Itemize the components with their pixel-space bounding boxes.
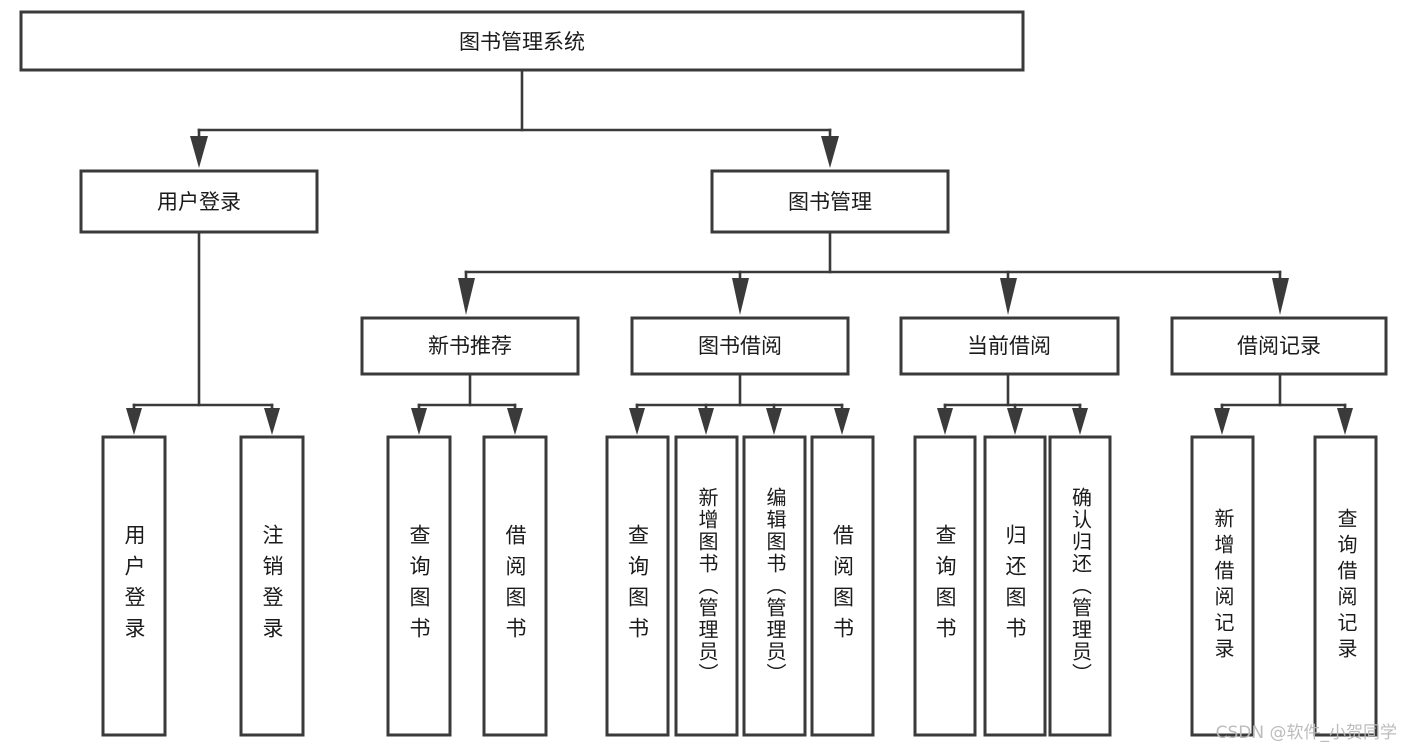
node-current-borrow[interactable]: 当前借阅	[899, 316, 1120, 376]
connector-group-new-book-rec	[411, 372, 523, 435]
arrowhead-icon	[698, 408, 714, 435]
connector-group-user-login	[126, 230, 280, 435]
arrowhead-icon	[834, 408, 850, 435]
arrowhead-icon	[766, 408, 782, 435]
node-box-leaf[interactable]	[983, 435, 1047, 737]
arrowhead-icon	[1007, 408, 1023, 435]
arrowhead-icon	[1272, 278, 1289, 315]
arrowhead-icon	[190, 136, 208, 168]
node-box-leaf[interactable]	[1190, 435, 1255, 737]
arrowhead-icon	[458, 278, 475, 315]
connector-group-borrow-record	[1214, 372, 1353, 435]
node-box-leaf[interactable]	[386, 435, 452, 737]
arrowhead-icon	[1000, 278, 1017, 315]
node-box-root[interactable]	[19, 10, 1025, 72]
arrowhead-icon	[732, 278, 749, 315]
arrowhead-icon	[937, 408, 953, 435]
node-box-user-login[interactable]	[79, 169, 319, 234]
arrowhead-icon	[507, 408, 523, 435]
node-box-book-manage[interactable]	[710, 169, 950, 234]
node-box-new-book-recommend[interactable]	[360, 316, 580, 376]
node-box-leaf[interactable]	[913, 435, 977, 737]
arrowhead-icon	[1337, 408, 1353, 435]
node-box-book-borrow[interactable]	[630, 316, 850, 376]
node-label-borrow-record: 借阅记录	[1237, 334, 1321, 358]
node-box-current-borrow[interactable]	[899, 316, 1120, 376]
node-label-new-book-recommend: 新书推荐	[428, 334, 512, 358]
node-user-login[interactable]: 用户登录	[79, 169, 319, 234]
node-box-leaf[interactable]	[101, 435, 167, 737]
arrowhead-icon	[1214, 408, 1230, 435]
node-box-leaf[interactable]	[482, 435, 548, 737]
watermark-text: CSDN @软件_小贺同学	[1215, 723, 1397, 743]
arrowhead-icon	[1072, 408, 1088, 435]
node-box-leaf[interactable]	[1048, 435, 1112, 737]
node-label-user-login: 用户登录	[157, 190, 241, 214]
node-box-borrow-record[interactable]	[1170, 316, 1388, 376]
node-box-leaf[interactable]	[742, 435, 807, 737]
node-label-root: 图书管理系统	[459, 30, 585, 54]
arrowhead-icon	[264, 408, 280, 435]
arrowhead-icon	[629, 408, 645, 435]
node-root-system[interactable]: 图书管理系统	[19, 10, 1025, 72]
node-book-manage[interactable]: 图书管理	[710, 169, 950, 234]
node-label-book-manage: 图书管理	[788, 190, 872, 214]
node-new-book-recommend[interactable]: 新书推荐	[360, 316, 580, 376]
arrowhead-icon	[126, 408, 142, 435]
node-box-leaf[interactable]	[674, 435, 739, 737]
node-box-leaf[interactable]	[239, 435, 305, 737]
node-label-book-borrow: 图书借阅	[698, 334, 782, 358]
node-book-borrow[interactable]: 图书借阅	[630, 316, 850, 376]
connector-group-book-manage	[458, 230, 1289, 315]
leaf-box-group	[101, 435, 1378, 737]
node-box-leaf[interactable]	[810, 435, 875, 737]
arrowhead-icon	[411, 408, 427, 435]
node-label-current-borrow: 当前借阅	[967, 334, 1051, 358]
connector-group-current-borrow	[937, 372, 1088, 435]
node-box-leaf[interactable]	[605, 435, 670, 737]
node-borrow-record[interactable]: 借阅记录	[1170, 316, 1388, 376]
connector-group-root	[190, 68, 839, 168]
node-box-leaf[interactable]	[1313, 435, 1378, 737]
connector-group-book-borrow	[629, 372, 850, 435]
arrowhead-icon	[821, 136, 839, 168]
